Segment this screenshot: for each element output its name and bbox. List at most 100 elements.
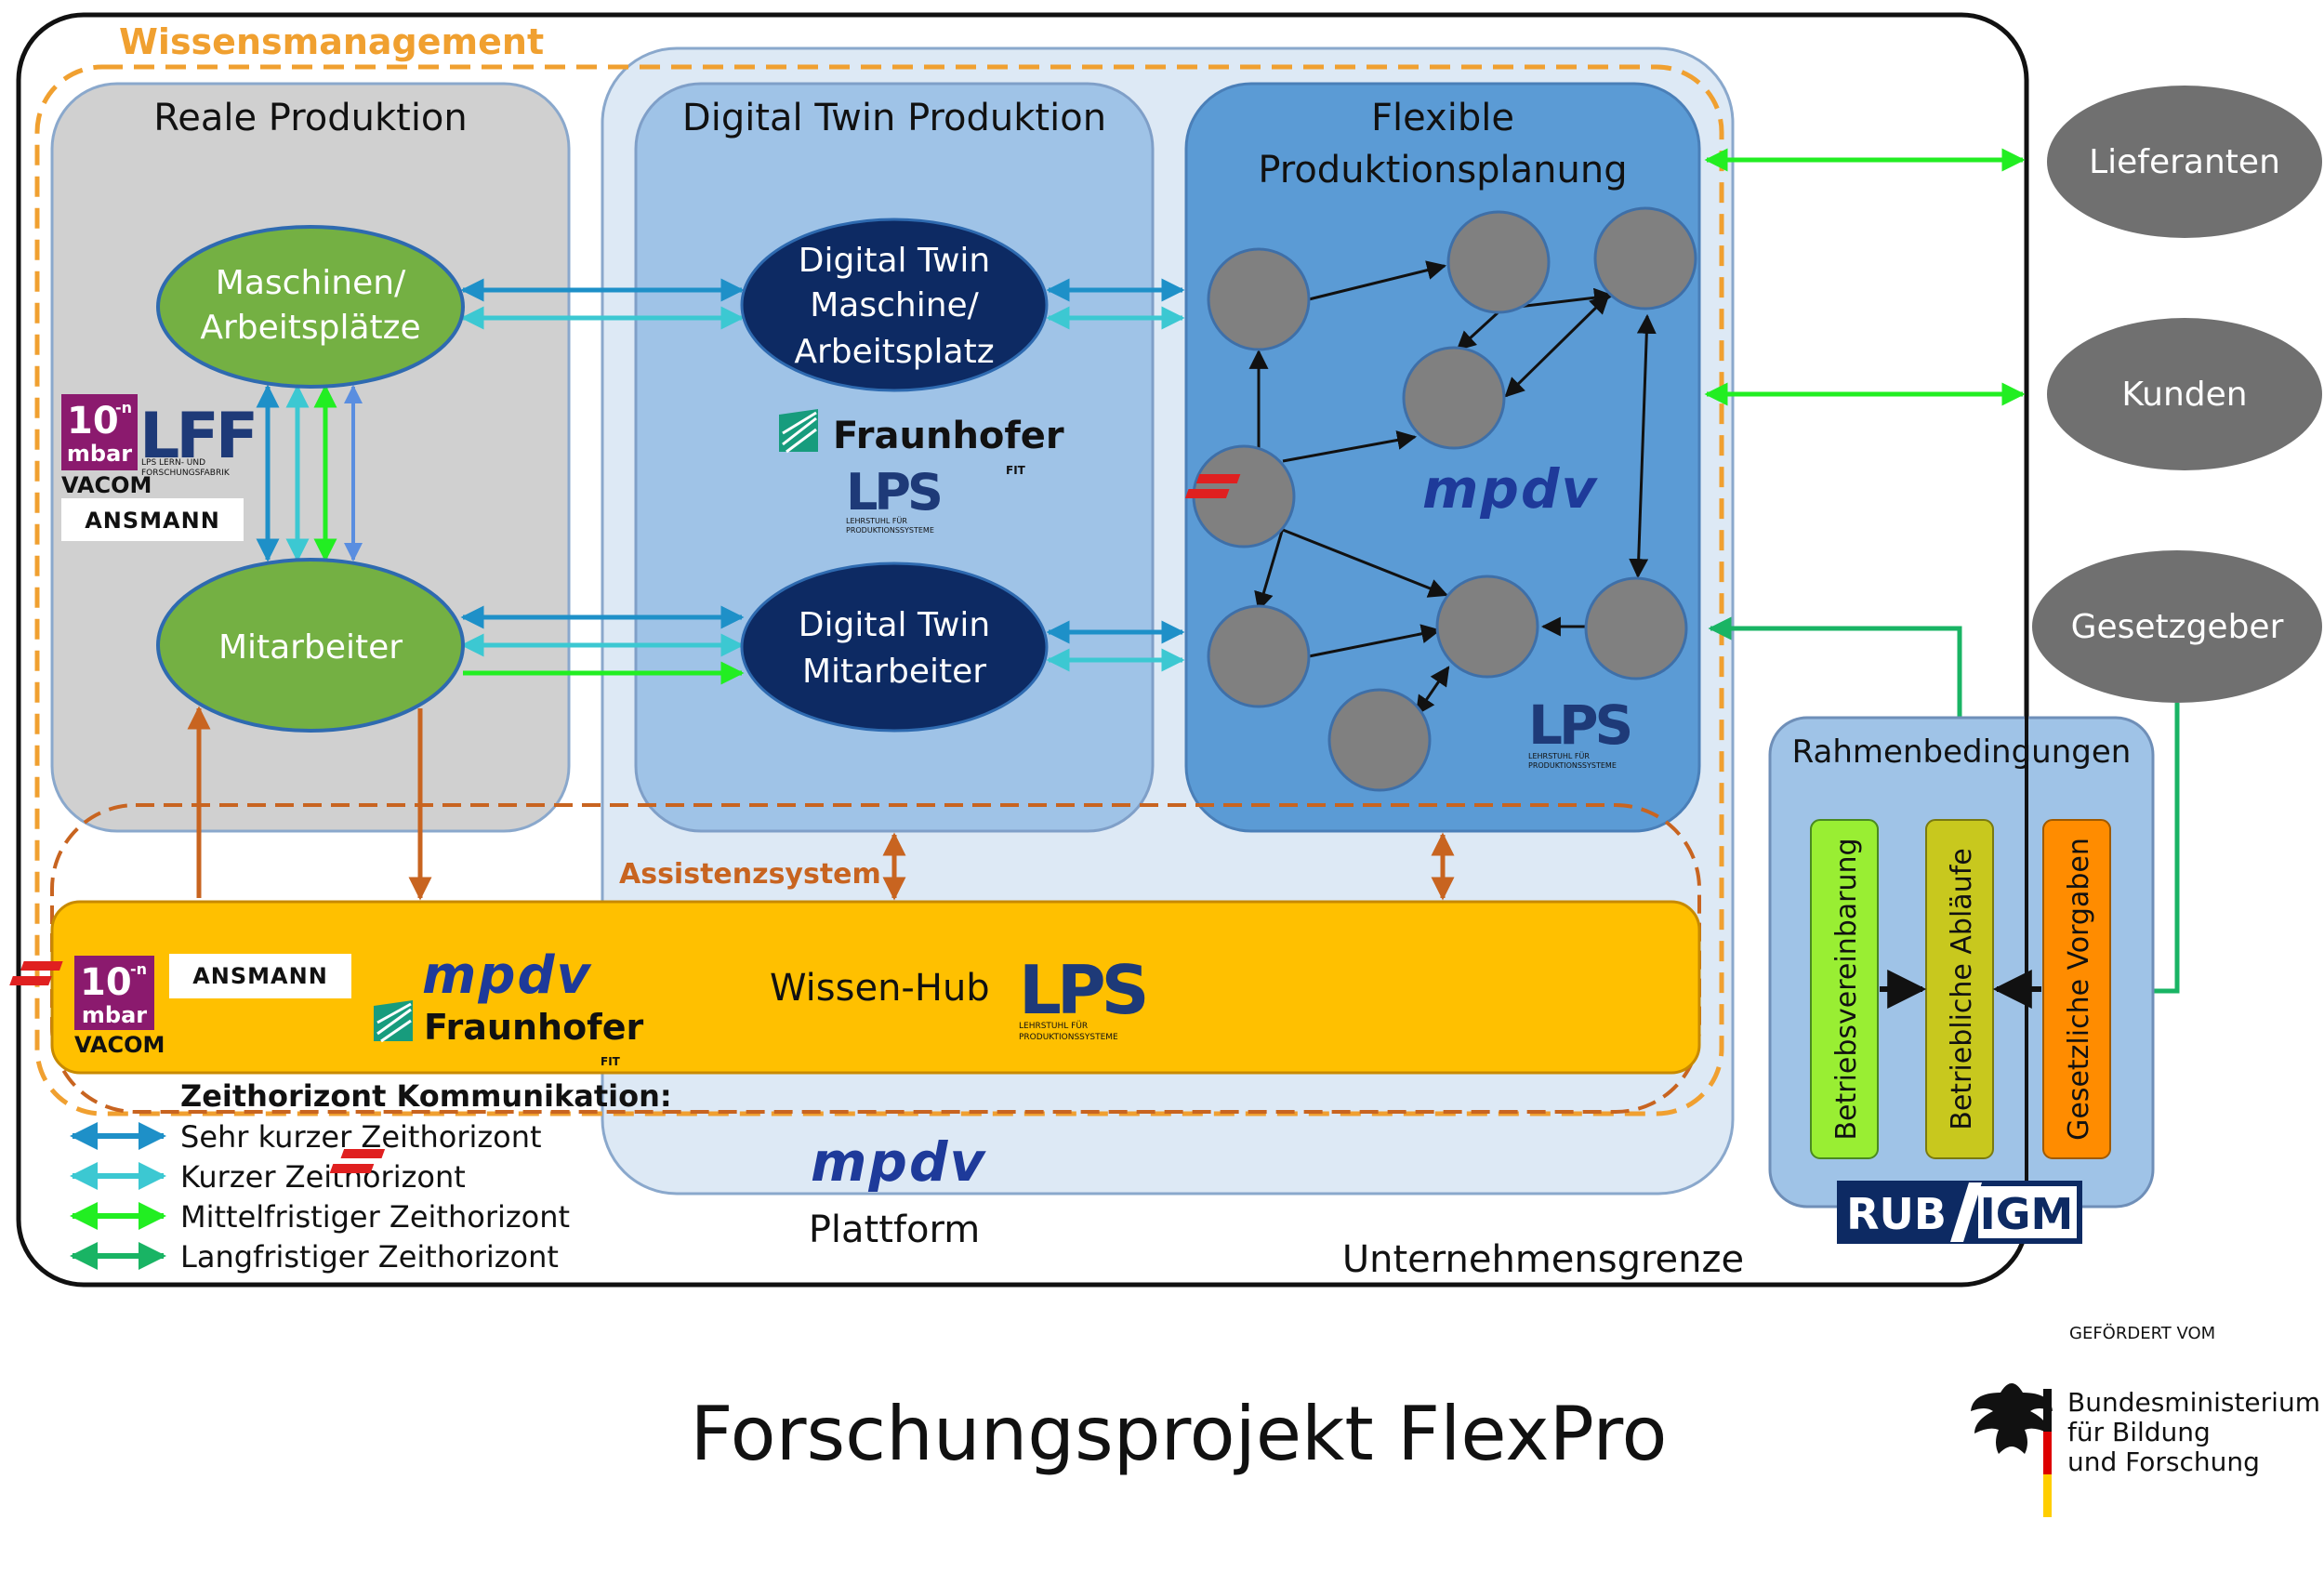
svg-text:PRODUKTIONSSYSTEME: PRODUKTIONSSYSTEME	[1528, 761, 1617, 770]
legend-label-mittel: Mittelfristiger Zeithorizont	[180, 1199, 570, 1235]
vacom-logo-hub: 10 -n mbar VACOM	[74, 956, 165, 1058]
svg-text:mpdv: mpdv	[1422, 457, 1598, 521]
wissen-hub-label: Wissen-Hub	[770, 967, 990, 1010]
svg-text:VACOM: VACOM	[74, 1032, 165, 1058]
gesetzgeber-node	[2032, 550, 2322, 703]
svg-text:PRODUKTIONSSYSTEME: PRODUKTIONSSYSTEME	[846, 526, 934, 535]
maschinen-label-2: Arbeitsplätze	[200, 309, 420, 347]
mitarbeiter-label: Mitarbeiter	[218, 628, 403, 667]
svg-text:-n: -n	[115, 399, 132, 416]
svg-text:VACOM: VACOM	[61, 472, 152, 498]
rahmenbedingungen-title: Rahmenbedingungen	[1792, 733, 2132, 771]
svg-text:FIT: FIT	[1006, 464, 1026, 477]
svg-text:PRODUKTIONSSYSTEME: PRODUKTIONSSYSTEME	[1019, 1033, 1118, 1042]
legend-label-sehr-kurz: Sehr kurzer Zeithorizont	[180, 1119, 542, 1155]
svg-text:ANSMANN: ANSMANN	[192, 963, 328, 989]
bundesadler-icon	[1971, 1383, 2053, 1454]
digital-twin-produktion-title: Digital Twin Produktion	[682, 97, 1106, 139]
dt-mitarbeiter-node	[740, 561, 1049, 733]
plattform-label: Plattform	[809, 1209, 980, 1251]
svg-text:LFF: LFF	[139, 400, 255, 473]
dt-mitarbeiter-label-2: Mitarbeiter	[802, 653, 986, 691]
svg-text:LPS LERN- UND: LPS LERN- UND	[141, 458, 205, 468]
wissensmanagement-frame	[34, 64, 1724, 1116]
svg-text:mbar: mbar	[82, 1002, 147, 1028]
flexible-title-line2: Produktionsplanung	[1258, 149, 1627, 192]
lieferanten-node	[2047, 86, 2322, 238]
wissensmanagement-label: Wissensmanagement	[119, 21, 544, 62]
igm-logo-text: IGM	[1980, 1189, 2074, 1239]
svg-text:-n: -n	[130, 960, 147, 978]
legend-label-kurz: Kurzer Zeithorizont	[180, 1159, 466, 1195]
planning-node-2	[1446, 210, 1551, 314]
kunden-label: Kunden	[2121, 376, 2247, 414]
legend-label-lang: Langfristiger Zeithorizont	[180, 1239, 559, 1275]
gesetzliche-vorgaben-bar	[2042, 819, 2111, 1159]
dt-maschine-node	[740, 218, 1049, 392]
gefoerdert-label: GEFÖRDERT VOM	[2069, 1323, 2215, 1343]
svg-text:10: 10	[80, 961, 132, 1004]
flexible-produktionsplanung-box	[1184, 82, 1701, 833]
lps-logo-flex: LPS LEHRSTUHL FÜR PRODUKTIONSSYSTEME	[1528, 694, 1633, 770]
dt-mitarbeiter-label-1: Digital Twin	[799, 606, 991, 644]
betriebsvereinbarung-label: Betriebsvereinbarung	[1830, 838, 1863, 1140]
lps-logo-hub: LPS LEHRSTUHL FÜR PRODUKTIONSSYSTEME	[1019, 951, 1150, 1042]
svg-text:LEHRSTUHL FÜR: LEHRSTUHL FÜR	[1528, 751, 1590, 760]
betriebliche-ablaeufe-label: Betriebliche Abläufe	[1946, 848, 1978, 1129]
planning-node-9	[1327, 688, 1432, 792]
lps-logo: LPS LEHRSTUHL FÜR PRODUKTIONSSYSTEME	[846, 463, 944, 535]
page-title: Forschungsprojekt FlexPro	[691, 1391, 1668, 1477]
planning-network-edges	[1248, 260, 1657, 716]
fraunhofer-logo: Fraunhofer FIT	[779, 409, 1064, 477]
svg-text:ANSMANN: ANSMANN	[85, 508, 220, 534]
planning-node-3	[1593, 206, 1697, 310]
dt-maschine-label-1: Digital Twin	[799, 242, 991, 280]
svg-text:mpdv: mpdv	[422, 945, 592, 1006]
dt-maschine-label-2: Maschine/	[810, 286, 979, 324]
planning-node-7	[1435, 575, 1539, 679]
svg-text:LEHRSTUHL FÜR: LEHRSTUHL FÜR	[846, 516, 907, 525]
gesetzgeber-label: Gesetzgeber	[2071, 608, 2284, 646]
rub-logo-text: RUB	[1846, 1189, 1947, 1239]
svg-text:mbar: mbar	[67, 441, 132, 467]
svg-text:LPS: LPS	[1528, 694, 1630, 757]
dt-maschine-label-3: Arbeitsplatz	[794, 333, 994, 371]
assistenzsystem-label: Assistenzsystem	[619, 858, 881, 891]
bmbf-flag-gold	[2043, 1474, 2052, 1517]
bmbf-line-2: für Bildung	[2067, 1417, 2211, 1447]
vacom-logo: 10 -n mbar VACOM	[61, 394, 152, 498]
mpdv-logo-plattform: mpdv	[329, 1130, 986, 1194]
arrow-rahmen-flex	[1708, 616, 1962, 718]
svg-text:FORSCHUNGSFABRIK: FORSCHUNGSFABRIK	[141, 469, 231, 478]
bmbf-flag-red	[2043, 1432, 2052, 1474]
reale-produktion-title: Reale Produktion	[153, 97, 468, 139]
wissen-hub-box	[50, 900, 1701, 1075]
maschinen-label-1: Maschinen/	[216, 264, 406, 302]
mitarbeiter-node	[156, 558, 465, 733]
lff-logo: LFF LPS LERN- UND FORSCHUNGSFABRIK	[139, 400, 258, 478]
gesetzliche-vorgaben-label: Gesetzliche Vorgaben	[2063, 838, 2095, 1141]
legend-title: Zeithorizont Kommunikation:	[180, 1078, 672, 1114]
svg-text:FIT: FIT	[601, 1055, 621, 1068]
svg-text:Fraunhofer: Fraunhofer	[424, 1007, 643, 1048]
maschinen-node	[156, 225, 465, 389]
planning-node-8	[1584, 576, 1688, 680]
svg-text:Fraunhofer: Fraunhofer	[833, 415, 1064, 457]
bmbf-line-1: Bundesministerium	[2067, 1387, 2320, 1418]
svg-text:LEHRSTUHL FÜR: LEHRSTUHL FÜR	[1019, 1021, 1088, 1031]
bmbf-line-3: und Forschung	[2067, 1447, 2260, 1477]
unternehmensgrenze-label: Unternehmensgrenze	[1342, 1238, 1744, 1281]
betriebsvereinbarung-bar	[1810, 819, 1879, 1159]
planning-node-6	[1207, 604, 1311, 708]
planning-node-1	[1207, 247, 1311, 351]
fraunhofer-logo-hub: Fraunhofer FIT	[374, 1000, 643, 1068]
svg-text:LPS: LPS	[846, 463, 940, 522]
lieferanten-label: Lieferanten	[2089, 143, 2280, 181]
flexible-title-line1: Flexible	[1371, 97, 1514, 139]
ansmann-logo: ANSMANN	[61, 498, 244, 541]
svg-text:LPS: LPS	[1019, 951, 1145, 1029]
mpdv-logo: mpdv	[1184, 457, 1598, 521]
svg-text:mpdv: mpdv	[811, 1130, 986, 1194]
bmbf-flag-black	[2043, 1389, 2052, 1432]
